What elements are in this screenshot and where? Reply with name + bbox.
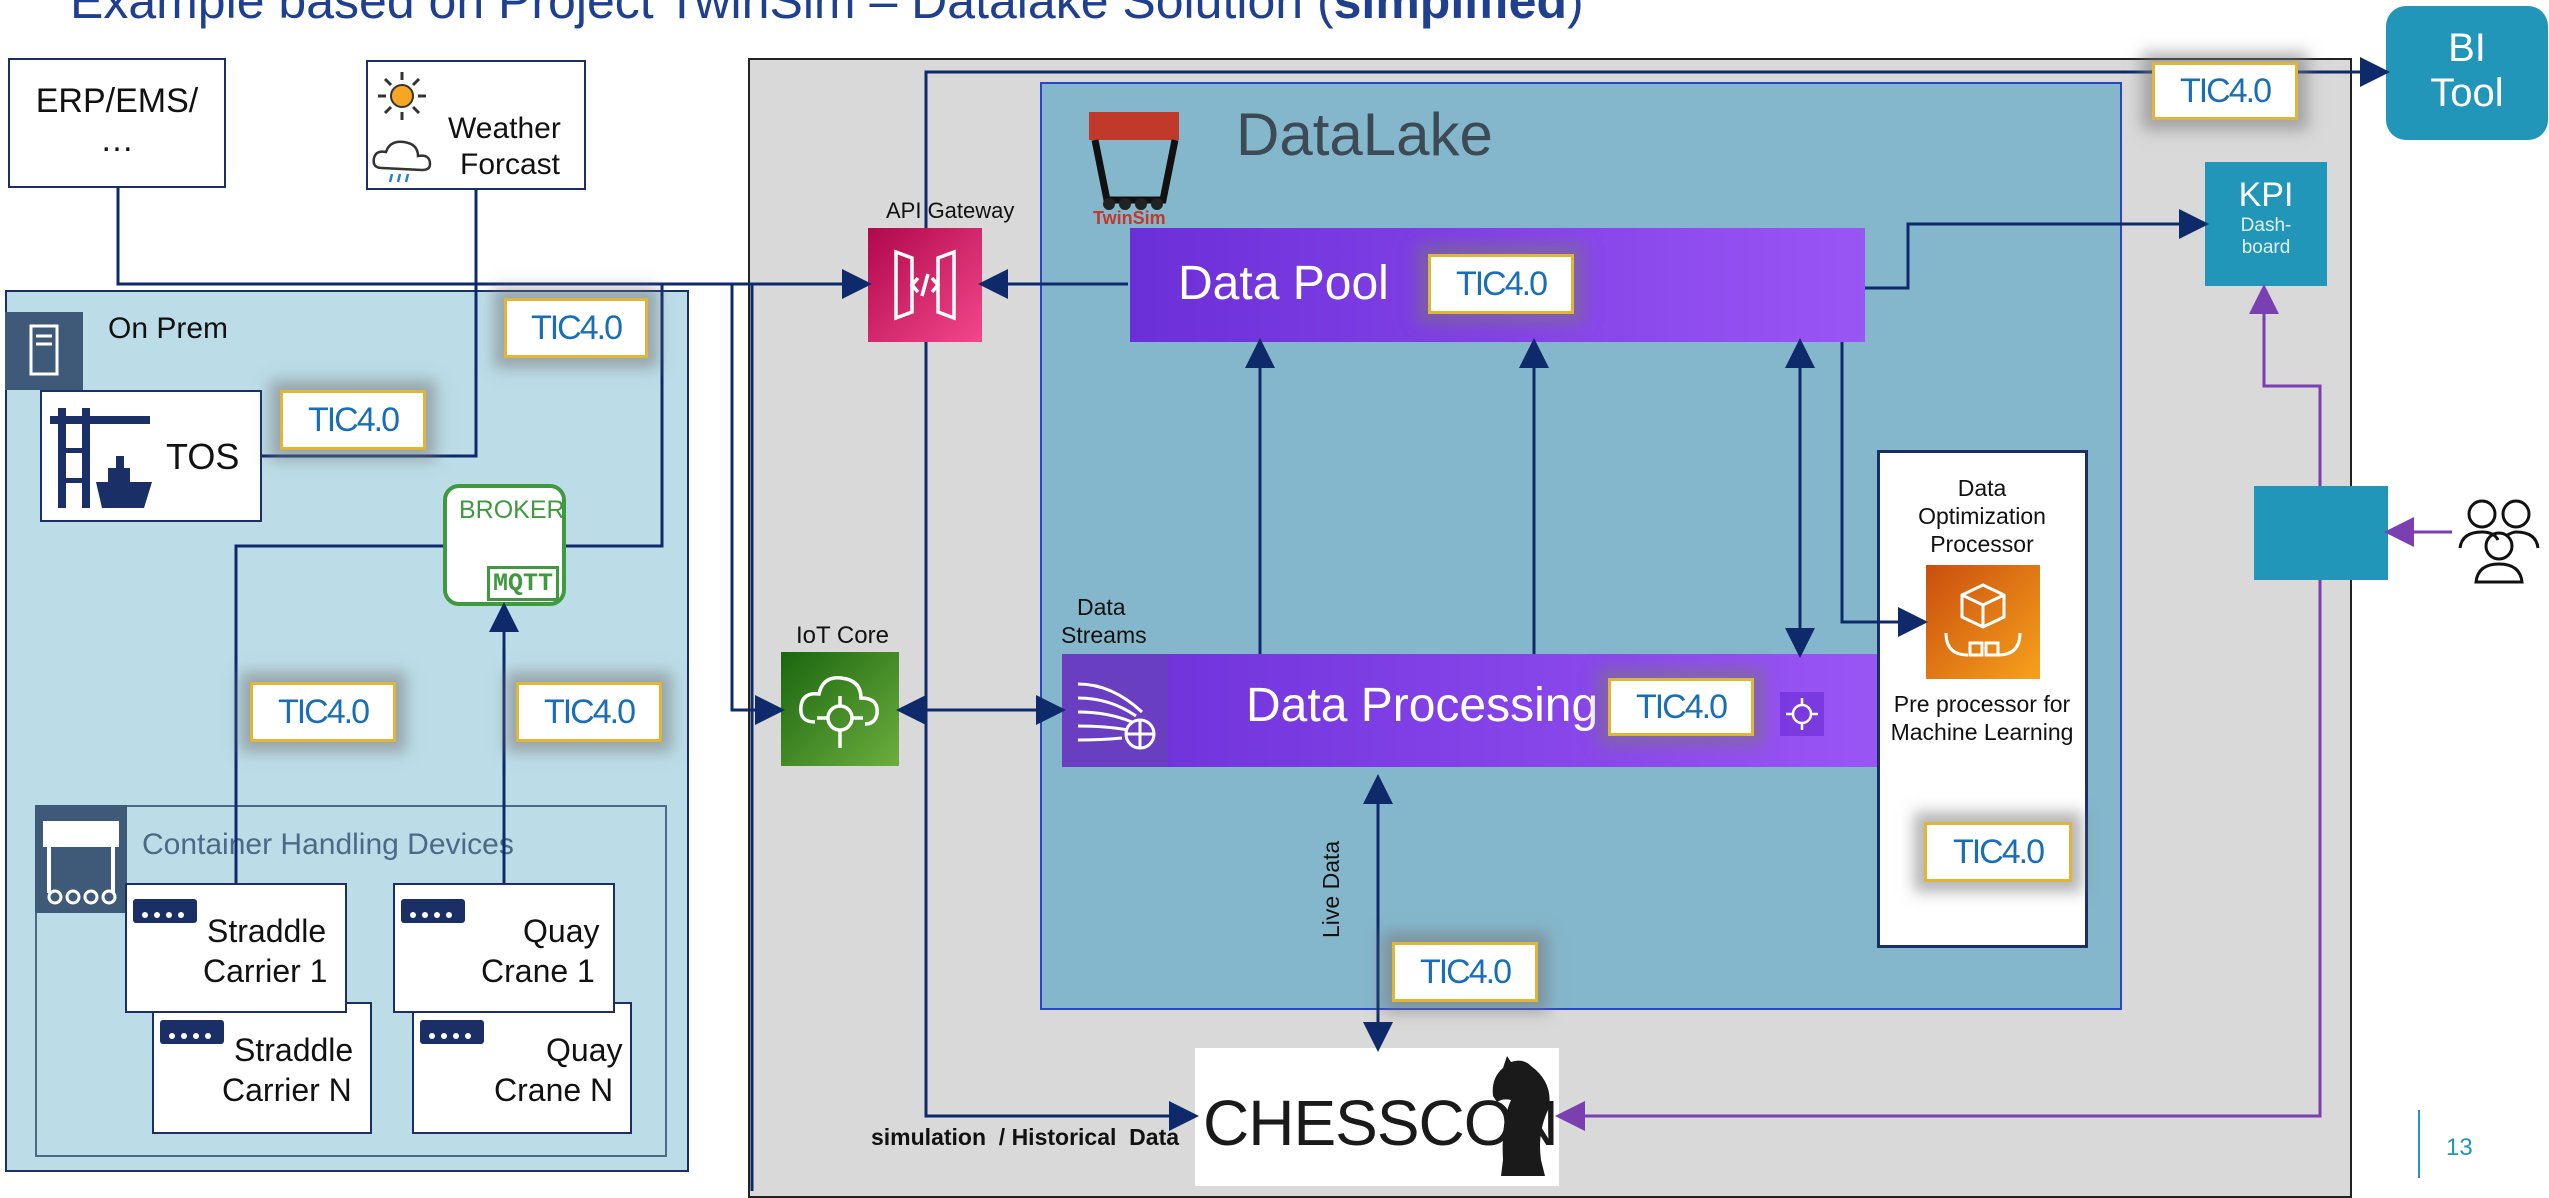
device-label-line1: Straddle: [207, 913, 327, 949]
twinsim-logo-text: TwinSim: [1093, 208, 1166, 228]
ui-to-chesscon-arrow: [1555, 580, 2322, 1131]
api-gateway-icon: [868, 228, 982, 342]
device-icon: [133, 899, 197, 923]
knight-icon: [1487, 1052, 1555, 1182]
page-number: 13: [2446, 1134, 2473, 1161]
optimizer-label-line4: Pre processor for: [1893, 691, 2071, 717]
twinsim-logo: TwinSim: [1085, 110, 1183, 228]
mqtt-label: MQTT: [487, 566, 560, 601]
iot-core-label: IoT Core: [796, 622, 889, 649]
tic-badge-label: TIC4.0: [1455, 264, 1548, 303]
chd-label: Container Handling Devices: [142, 828, 514, 861]
weather-box: Weather Forcast: [366, 60, 586, 190]
tic-badge-label: TIC4.0: [307, 400, 400, 439]
straddle-to-broker-line: [234, 544, 443, 883]
users-icon: [2452, 492, 2544, 584]
ui-to-kpi-arrow: [2249, 284, 2322, 486]
server-icon: [5, 312, 83, 390]
device-quay-crane-1: Quay Crane 1: [393, 883, 615, 1013]
tos-box: TOS: [40, 390, 262, 522]
straddle-icon: [35, 805, 127, 913]
tic-badge-label: TIC4.0: [277, 692, 370, 731]
datalake-label: DataLake: [1236, 101, 1493, 168]
tic-badge-label: TIC4.0: [1635, 687, 1728, 726]
processing-gear-icon: [1780, 692, 1824, 736]
tic-badge-datapool: TIC4.0: [1428, 254, 1574, 314]
tic-badge-label: TIC4.0: [543, 692, 636, 731]
slide-title: Example based on Project TwinSim – Datal…: [70, 0, 1584, 29]
device-icon: [420, 1020, 484, 1044]
tic-badge-label: TIC4.0: [1952, 832, 2045, 871]
tos-label: TOS: [166, 436, 240, 477]
onprem-label: On Prem: [108, 312, 229, 345]
data-processing-label: Data Processing: [1246, 679, 1599, 732]
tic-badge-bi: TIC4.0: [2152, 62, 2298, 120]
tic-badge-label: TIC4.0: [2179, 71, 2272, 110]
tic-badge-weather: TIC4.0: [504, 298, 648, 358]
chesscon-box: CHESSCON: [1195, 1048, 1559, 1186]
rain-cloud-icon: [370, 136, 436, 186]
crane-ship-icon: [46, 398, 156, 516]
tic-badge-label: TIC4.0: [530, 308, 623, 347]
data-pool-label: Data Pool: [1178, 257, 1389, 310]
device-icon: [401, 899, 465, 923]
kpi-label-line1: KPI: [2238, 176, 2294, 214]
device-label-line2: Carrier N: [222, 1072, 352, 1108]
sun-icon: [376, 70, 428, 122]
bi-tool-box: BI Tool: [2386, 6, 2548, 140]
device-icon: [160, 1020, 224, 1044]
data-streams-icon: [1062, 654, 1168, 767]
tic-badge-straddle: TIC4.0: [250, 682, 396, 742]
api-to-bi-arrow: [924, 57, 2390, 228]
to-iot-arrow: [730, 284, 785, 725]
tic-badge-processing: TIC4.0: [1608, 678, 1754, 736]
pool-to-optimizer-arrow: [1840, 342, 1928, 637]
device-label-line2: Crane N: [494, 1072, 614, 1108]
weather-label-line1: Weather: [448, 112, 561, 145]
weather-tos-line: [262, 190, 478, 458]
device-label-line1: Quay: [546, 1032, 623, 1068]
api-to-chesscon-arrow: [924, 342, 1199, 1131]
device-quay-crane-n: Quay Crane N: [412, 1002, 632, 1134]
erp-label-line1: ERP/EMS/: [35, 82, 199, 120]
broker-line: [566, 284, 664, 548]
data-streams-label-line1: Data: [1077, 594, 1126, 620]
optimizer-label-line1: Data: [1957, 475, 2007, 501]
tic-badge-optimizer: TIC4.0: [1924, 822, 2072, 882]
optimizer-label-line3: Processor: [1930, 531, 2034, 557]
iot-core-icon: [781, 652, 899, 766]
device-label-line2: Crane 1: [481, 953, 595, 989]
tic-badge-label: TIC4.0: [1419, 952, 1512, 991]
bi-tool-label-line2: Tool: [2430, 71, 2504, 115]
device-label-line1: Straddle: [234, 1032, 354, 1068]
erp-label-line2: …: [100, 121, 134, 159]
weather-label-line2: Forcast: [460, 148, 561, 181]
kpi-dashboard-box: KPI Dash- board: [2205, 162, 2327, 286]
user-interface-box: [2254, 486, 2388, 580]
tic-badge-quay: TIC4.0: [516, 682, 662, 742]
ml-processor-icon: [1926, 565, 2040, 679]
optimizer-label-line2: Optimization: [1918, 503, 2046, 529]
api-gateway-label: API Gateway: [886, 198, 1015, 223]
erp-to-api-arrow: [116, 188, 872, 299]
device-straddle-carrier-n: Straddle Carrier N: [152, 1002, 372, 1134]
tic-badge-livedata: TIC4.0: [1392, 942, 1538, 1002]
pool-to-kpi-arrow: [1865, 209, 2209, 290]
device-label-line2: Carrier 1: [203, 953, 328, 989]
kpi-label-line3: board: [2241, 237, 2291, 258]
data-streams-label-line2: Streams: [1061, 622, 1147, 648]
kpi-label-line2: Dash-: [2240, 215, 2292, 236]
tic-badge-tos: TIC4.0: [280, 390, 426, 450]
bi-tool-label-line1: BI: [2448, 26, 2486, 70]
simulation-label: simulation / Historical Data: [871, 1124, 1180, 1150]
device-label-line1: Quay: [523, 913, 600, 949]
page-divider: [2418, 1110, 2420, 1178]
erp-box: ERP/EMS/ …: [8, 58, 226, 188]
broker-box: BROKER MQTT: [443, 484, 566, 606]
chd-region: [35, 805, 667, 1157]
optimizer-label-line5: Machine Learning: [1890, 719, 2074, 745]
broker-label: BROKER: [459, 496, 565, 524]
device-straddle-carrier-1: Straddle Carrier 1: [125, 883, 347, 1013]
